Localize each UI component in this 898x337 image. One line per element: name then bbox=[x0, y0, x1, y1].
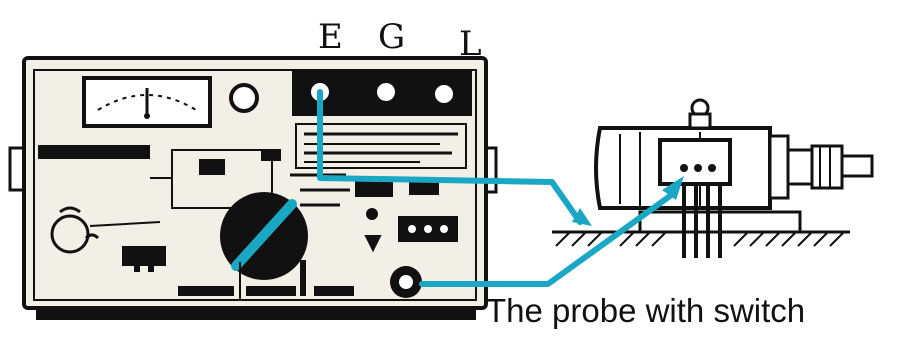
probe-caption: The probe with switch bbox=[486, 292, 805, 329]
model-label-bar bbox=[38, 145, 150, 159]
analog-meter bbox=[84, 78, 210, 126]
motor-terminal-box bbox=[660, 140, 730, 184]
motor-shaft bbox=[842, 156, 872, 176]
zero-adjust-knob bbox=[231, 85, 257, 111]
ground bbox=[552, 232, 850, 246]
terminal-label-g: G bbox=[378, 17, 405, 57]
terminal-g-socket bbox=[376, 82, 396, 102]
shaft-coupling bbox=[812, 146, 842, 188]
terminal-label-e: E bbox=[318, 17, 343, 57]
range-selector-dial bbox=[220, 192, 308, 280]
terminal-l-socket bbox=[434, 84, 454, 104]
insulation-tester bbox=[10, 58, 496, 320]
function-buttons bbox=[398, 216, 458, 242]
bearing-housing bbox=[788, 150, 812, 184]
electric-motor bbox=[552, 100, 872, 258]
tester-base bbox=[36, 306, 476, 320]
end-bell bbox=[770, 136, 788, 198]
